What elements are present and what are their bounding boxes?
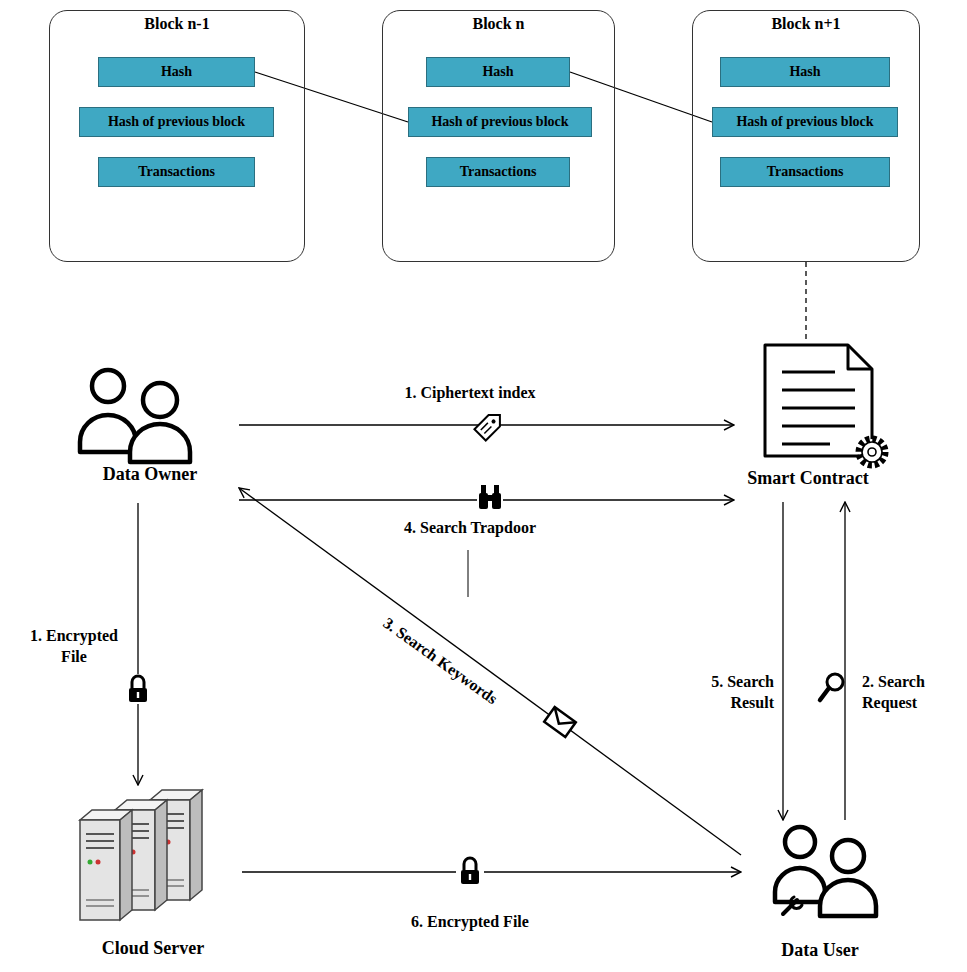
connector	[844, 502, 845, 820]
leader-line	[468, 550, 469, 597]
node-label: Smart Contract	[734, 468, 882, 489]
contract-node: Smart Contract	[734, 340, 882, 502]
edge-label: 4. Search Trapdoor	[370, 518, 570, 539]
actor-node: Data Owner	[61, 358, 239, 503]
wrench-icon	[783, 897, 802, 914]
connector	[239, 488, 741, 855]
binoculars-icon	[477, 483, 503, 511]
edge-label: 3. Search Keywords	[353, 595, 528, 729]
server-node: Cloud Server	[64, 785, 242, 965]
people-icon	[775, 827, 876, 916]
field-label: Hash	[161, 64, 192, 80]
node-label: Cloud Server	[64, 938, 242, 959]
connector	[255, 72, 408, 122]
node-label: Data Owner	[61, 464, 239, 485]
block-field: Transactions	[426, 157, 570, 187]
field-label: Hash of previous block	[736, 114, 873, 130]
lock-icon	[124, 674, 152, 704]
connector	[137, 503, 138, 785]
block-field: Transactions	[720, 157, 890, 187]
magnifier-icon	[820, 674, 843, 700]
block-field: Hash of previous block	[712, 107, 898, 137]
tag-icon	[474, 409, 505, 440]
field-label: Hash of previous block	[108, 114, 245, 130]
block-title: Block n	[383, 15, 614, 33]
edge-label: 1. Ciphertext index	[370, 383, 570, 404]
connector	[805, 262, 806, 340]
field-label: Transactions	[460, 164, 537, 180]
server-icon	[80, 790, 202, 920]
edge-label: 5. Search Result	[676, 672, 776, 714]
block-field: Hash	[98, 57, 255, 87]
block-field: Hash of previous block	[79, 107, 274, 137]
field-label: Hash of previous block	[431, 114, 568, 130]
connector	[782, 502, 783, 820]
document-icon	[765, 345, 872, 456]
lock-icon	[456, 856, 484, 886]
field-label: Transactions	[767, 164, 844, 180]
block-title: Block n-1	[50, 15, 304, 33]
block-field: Hash of previous block	[408, 107, 592, 137]
field-label: Hash	[789, 64, 820, 80]
edge-label: 1. Encrypted File	[22, 626, 126, 668]
edge-label: 2. Search Request	[860, 672, 960, 714]
edge-label: 6. Encrypted File	[370, 912, 570, 933]
connector	[242, 871, 741, 872]
blockchain-block: Block n+1HashHash of previous blockTrans…	[692, 10, 920, 262]
people-icon	[80, 370, 190, 462]
block-title: Block n+1	[693, 15, 919, 33]
block-field: Transactions	[98, 157, 255, 187]
gear-icon	[859, 439, 885, 465]
blockchain-block: Block n HashHash of previous blockTransac…	[382, 10, 615, 262]
blockchain-block: Block n-1HashHash of previous blockTrans…	[49, 10, 305, 262]
envelope-icon	[544, 707, 576, 737]
field-label: Hash	[482, 64, 513, 80]
actor-node: Data User	[741, 820, 899, 968]
field-label: Transactions	[138, 164, 215, 180]
block-field: Hash	[720, 57, 890, 87]
node-label: Data User	[741, 940, 899, 961]
block-field: Hash	[426, 57, 570, 87]
